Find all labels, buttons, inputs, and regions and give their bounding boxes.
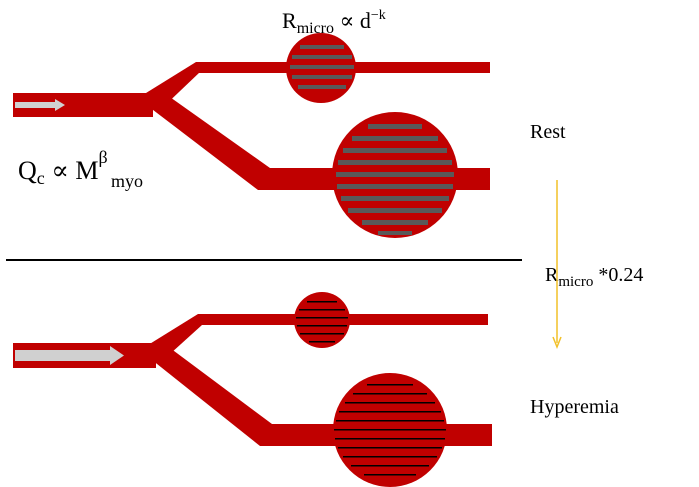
transition-arrow [552, 180, 562, 350]
hyperemia-small-microvessel [294, 292, 350, 348]
stripe [352, 136, 438, 141]
stripe [345, 402, 435, 404]
rest-flow-arrow [15, 99, 65, 111]
rest-lower-branch-diag [140, 90, 270, 190]
stripe [292, 75, 352, 79]
arrow-head [55, 99, 65, 111]
stripe [296, 317, 348, 319]
flow-base: Q [18, 156, 37, 185]
stripe [336, 172, 454, 177]
stripe [341, 196, 449, 201]
flow-rel: ∝ M [45, 156, 99, 185]
scaling-sub: micro [558, 274, 593, 290]
resistance-sup: −k [371, 8, 386, 23]
hyperemia-small-stripes [296, 301, 348, 343]
scaling-label: Rmicro *0.24 [545, 264, 643, 290]
stripe [335, 438, 445, 440]
stripe [298, 85, 346, 89]
stripe [368, 124, 422, 129]
stripe [300, 333, 344, 335]
stripe [353, 393, 427, 395]
hyperemia-lower-branch-diag [142, 342, 272, 446]
stripe [338, 160, 452, 165]
stripe [334, 429, 446, 431]
flow-sub: c [37, 168, 45, 188]
resistance-rel: ∝ d [334, 8, 371, 33]
stripe [351, 465, 429, 467]
flow-sup: β [99, 147, 108, 167]
arrow-shaft [15, 102, 55, 108]
flow-sub2: myo [111, 171, 143, 191]
stripe [348, 208, 442, 213]
rest-small-stripes [290, 45, 354, 89]
hyperemia-vessel-tree [13, 292, 492, 487]
stripe [343, 148, 447, 153]
stripe [309, 341, 335, 343]
stripe [362, 220, 428, 225]
stripe [297, 325, 347, 327]
stripe [292, 55, 352, 59]
stripe [367, 384, 413, 386]
arrow-head [110, 346, 124, 365]
rest-label: Rest [530, 121, 566, 143]
rest-large-stripes [336, 124, 454, 235]
stripe [378, 231, 412, 235]
arrow-shaft [15, 350, 111, 361]
stripe [339, 411, 441, 413]
stripe [300, 45, 344, 49]
resistance-label: Rmicro ∝ d−k [282, 8, 386, 37]
resistance-base: R [282, 8, 297, 33]
transition-arrow-head [552, 336, 562, 350]
stripe [337, 184, 453, 189]
stripe [307, 301, 337, 303]
scaling-factor: *0.24 [593, 264, 643, 286]
stripe [290, 65, 354, 69]
stripe [343, 456, 437, 458]
resistance-sub: micro [297, 20, 334, 37]
hyperemia-flow-arrow [15, 346, 124, 365]
stripe [364, 474, 416, 476]
stripe [338, 447, 442, 449]
stripe [336, 420, 444, 422]
hyperemia-label: Hyperemia [530, 396, 619, 418]
hyperemia-large-stripes [334, 384, 446, 476]
rest-vessel-tree [13, 33, 490, 238]
scaling-base: R [545, 264, 559, 286]
stripe [299, 309, 345, 311]
flow-label: Qc ∝ Mβmyo [18, 147, 143, 191]
